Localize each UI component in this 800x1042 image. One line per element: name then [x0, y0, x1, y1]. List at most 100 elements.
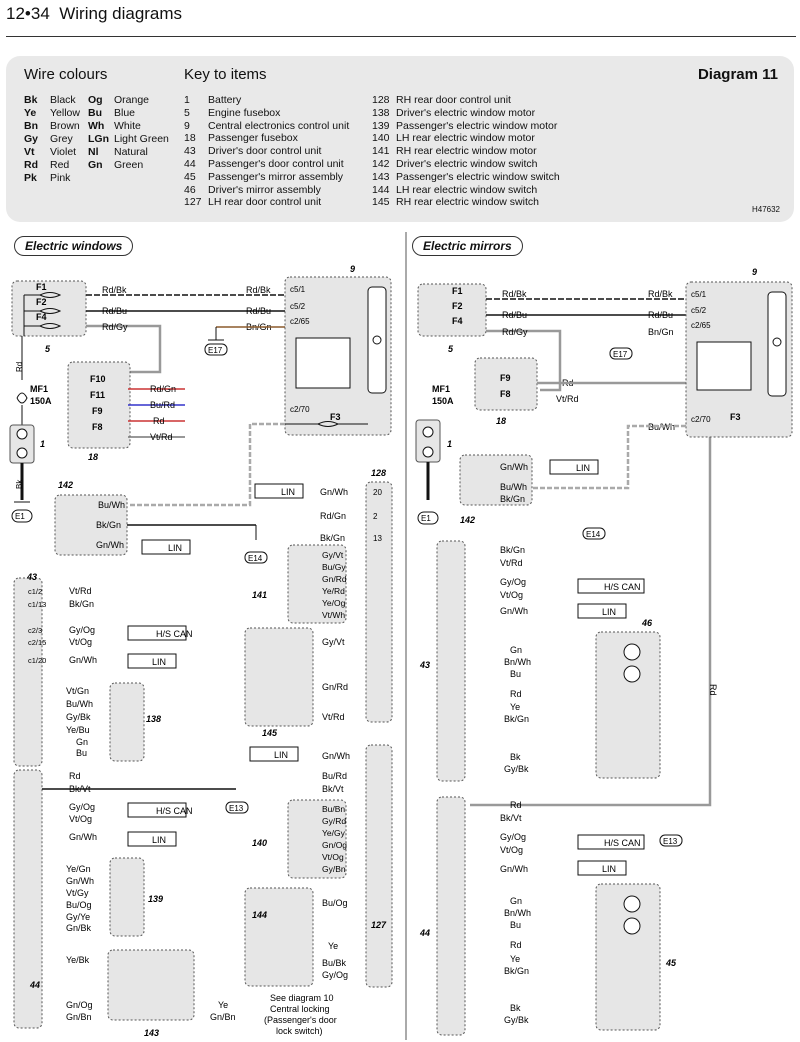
- wire-label-gy-og-44r: Gy/Og: [500, 832, 526, 842]
- page-number: 12•34: [6, 4, 50, 23]
- earth-e13: [225, 801, 249, 814]
- wire-colour-code: LGn: [88, 133, 109, 145]
- key-item-number: 138: [372, 106, 390, 119]
- fuse-f4-label: F4: [36, 312, 47, 322]
- wire-label-ye-og-141: Ye/Og: [322, 598, 346, 608]
- wire-colour-code: Rd: [24, 159, 38, 171]
- fuse-f9-label: F9: [92, 406, 103, 416]
- hscan-bus-badge: [127, 625, 187, 641]
- cem-relay-right: [696, 341, 752, 391]
- hscan-bus-label-44: H/S CAN: [156, 806, 193, 816]
- earth-e1-label: E1: [15, 512, 25, 521]
- wire-label-gn-bn-44: Gn/Bn: [66, 1012, 92, 1022]
- component-9-number: 9: [350, 264, 355, 274]
- pin-c5-1-right: c5/1: [691, 290, 707, 299]
- wire-label-gn-wh-142r: Gn/Wh: [500, 462, 528, 472]
- pin-43-c1-13: c1/13: [28, 600, 46, 609]
- wire-label-gn-rd-145: Gn/Rd: [322, 682, 348, 692]
- wire-label-rd: Rd: [153, 416, 165, 426]
- driver-door-control-unit-right: [436, 540, 466, 782]
- earth-e17-label-right: E17: [613, 350, 628, 359]
- wire-label-gy-og-43: Gy/Og: [69, 625, 95, 635]
- lin-bus-badge-43: [127, 653, 177, 669]
- driver-window-switch: [54, 494, 128, 556]
- wire-label-rd-46: Rd: [510, 689, 522, 699]
- lin-bus-badge-127: [249, 746, 299, 762]
- wire-label-bu-og-44: Bu/Og: [66, 900, 92, 910]
- wire-label-vt-wh-141: Vt/Wh: [322, 610, 345, 620]
- battery-plus-icon-right: [422, 426, 434, 438]
- pin-c5-2: c5/2: [290, 302, 306, 311]
- pin-128-13: 13: [373, 534, 382, 543]
- pin-c2-65: c2/65: [290, 317, 310, 326]
- fuse-f10-label: F10: [90, 374, 106, 384]
- fuse-mf1-label: MF1: [30, 384, 48, 394]
- wire-label-gn-wh-43: Gn/Wh: [69, 655, 97, 665]
- wire-label-vt-rd-18r: Vt/Rd: [556, 394, 579, 404]
- lin-bus-label-44r: LIN: [602, 864, 616, 874]
- wire-label-vt-rd-43r: Vt/Rd: [500, 558, 523, 568]
- note-line-4: lock switch): [276, 1026, 323, 1036]
- wire-label-bk-gn-43r: Bk/Gn: [500, 545, 525, 555]
- key-item-label: Passenger's mirror assembly: [208, 170, 344, 183]
- engine-fusebox-right: [417, 283, 487, 337]
- wire-label-ye-gy-140: Ye/Gy: [322, 828, 346, 838]
- page-title: Wiring diagrams: [59, 4, 183, 23]
- wire-label-bu-rd-127: Bu/Rd: [322, 771, 347, 781]
- hscan-bus-label: H/S CAN: [156, 629, 193, 639]
- wire-label-gy-vt-141: Gy/Vt: [322, 550, 344, 560]
- wire-label-gn-wh-127: Gn/Wh: [322, 751, 350, 761]
- component-127-number: 127: [371, 920, 387, 930]
- wire-label-bk-vt-44r: Bk/Vt: [500, 813, 522, 823]
- component-1-number: 1: [40, 439, 45, 449]
- key-item-label: Driver's electric window motor: [396, 106, 536, 119]
- pin-43-c1-2: c1/2: [28, 587, 42, 596]
- hscan-bus-badge-44: [127, 802, 187, 818]
- key-item-number: 143: [372, 170, 390, 183]
- wire-label-rd-gy-right: Rd/Gy: [502, 327, 528, 337]
- component-140-number: 140: [252, 838, 267, 848]
- wire-colour-name: Yellow: [50, 107, 80, 119]
- key-item-number: 43: [184, 145, 196, 158]
- rh-rear-window-switch: [244, 627, 314, 727]
- wire-label-rd-bu-right: Rd/Bu: [502, 310, 527, 320]
- key-item-label: Driver's electric window switch: [396, 157, 538, 170]
- key-item-label: Driver's mirror assembly: [208, 183, 321, 196]
- key-item-number: 139: [372, 119, 390, 132]
- wire-label-vt-og-43: Vt/Og: [69, 637, 92, 647]
- wire-label-gn-bn-143: Gn/Bn: [210, 1012, 236, 1022]
- wire-label-bn-wh-46: Bn/Wh: [504, 657, 531, 667]
- lin-bus-badge-44r: [577, 860, 627, 876]
- wire-colour-name: Black: [50, 94, 76, 106]
- lin-bus-label: LIN: [168, 543, 182, 553]
- wire-label-gy-ye-44: Gy/Ye: [66, 912, 90, 922]
- wire-colour-name: Green: [114, 159, 144, 171]
- component-145-number: 145: [262, 728, 278, 738]
- pin-c2-65-right: c2/65: [691, 321, 711, 330]
- component-43-number-right: 43: [419, 660, 430, 670]
- pin-43-c1-20: c1/20: [28, 656, 46, 665]
- lin-bus-label-142r: LIN: [576, 463, 590, 473]
- wire-colour-name: Blue: [114, 107, 136, 119]
- passenger-mirror-assembly: [595, 883, 661, 1031]
- fuse-f3-label: F3: [330, 412, 341, 422]
- wire-label-vt-rd-43: Vt/Rd: [69, 586, 92, 596]
- note-line-2: Central locking: [270, 1004, 330, 1014]
- wire-label-ye-bk-44: Ye/Bk: [66, 955, 90, 965]
- key-item-label: RH rear electric window switch: [396, 196, 539, 209]
- wire-label-gy-og-144: Gy/Og: [322, 970, 348, 980]
- key-item-number: 140: [372, 132, 390, 145]
- lin-bus-badge-142r: [549, 459, 599, 475]
- earth-e1-label-right: E1: [421, 514, 431, 523]
- earth-e1: [11, 509, 33, 523]
- mirror-motor-icon-2: [623, 665, 641, 683]
- earth-e14-right: [582, 527, 606, 540]
- wire-colour-code: Pk: [24, 172, 37, 184]
